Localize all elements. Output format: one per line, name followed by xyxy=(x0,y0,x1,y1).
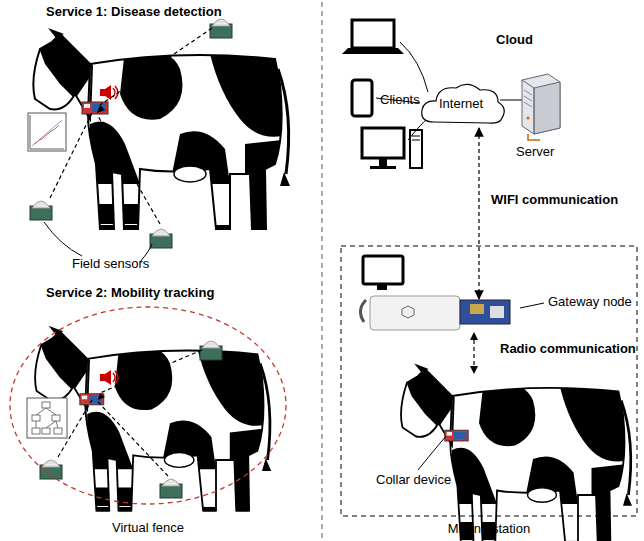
fence-ellipse-outline xyxy=(8,303,288,516)
edge-label: WIFI communication xyxy=(489,192,620,208)
node-text: Milking station xyxy=(448,521,530,536)
clients-label: Clients xyxy=(380,92,420,108)
cloud-node: Internet xyxy=(418,82,504,126)
gateway-label: Gateway node xyxy=(548,294,632,310)
collar-label: Collar device xyxy=(376,472,451,488)
wifi-connector xyxy=(478,128,479,299)
node-text: Internet xyxy=(439,96,483,111)
service-title: Service 1: Disease detection xyxy=(46,4,222,20)
station-outline xyxy=(341,246,637,516)
server-label: Server xyxy=(516,144,554,160)
cloud-shape xyxy=(422,84,505,123)
sensor-label: Field sensors xyxy=(72,256,149,272)
radio-label: Radio communication xyxy=(500,341,636,357)
node-text: Virtual fence xyxy=(112,520,184,535)
fence-outline xyxy=(10,307,286,504)
service-title: Service 2: Mobility tracking xyxy=(46,285,214,301)
cloud-label: Cloud xyxy=(496,32,533,48)
fence-ellipse: Virtual fence xyxy=(8,303,288,516)
